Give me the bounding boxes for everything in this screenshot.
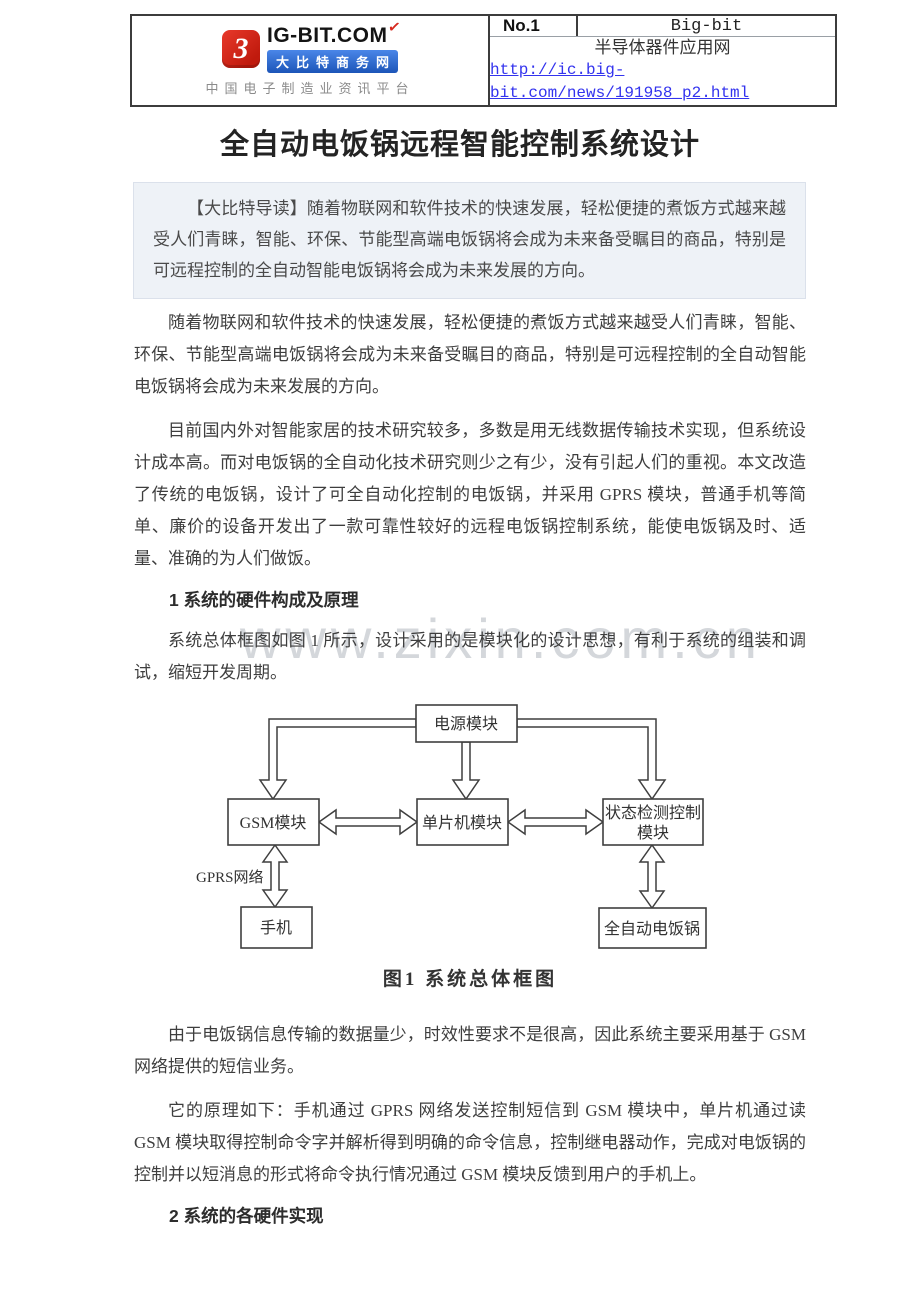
logo-cell: 3 IG-BIT.COM ✓ 大比特商务网 中国电子制造业资讯平台 bbox=[132, 16, 490, 105]
gsm-module-label: GSM模块 bbox=[240, 814, 307, 832]
logo-banner: 大比特商务网 bbox=[266, 50, 398, 73]
rank-label: No.1 bbox=[490, 16, 578, 36]
brand-name: IG-BIT.COM bbox=[266, 24, 388, 47]
status-module-label-line1: 状态检测控制 bbox=[605, 804, 701, 822]
arrow-power-to-gsm bbox=[258, 718, 417, 801]
system-block-diagram: 电源模块 GSM模块 单片机模块 状态检测控制 模块 手机 全自动电饭锅 GPR… bbox=[196, 704, 707, 949]
network-name: 半导体器件应用网 bbox=[594, 38, 731, 57]
arrow-power-to-mcu bbox=[451, 741, 481, 801]
phone-box bbox=[240, 906, 313, 949]
status-module-box bbox=[602, 798, 704, 846]
arrow-mcu-status bbox=[506, 808, 605, 836]
arrow-gsm-mcu bbox=[317, 808, 419, 836]
watermark: www.zixin.com.cn bbox=[240, 607, 762, 670]
paragraph-2: 目前国内外对智能家居的技术研究较多，多数是用无线数据传输技术实现，但系统设计成本… bbox=[134, 421, 806, 568]
cooker-box bbox=[598, 907, 707, 949]
arrow-power-to-status bbox=[516, 718, 667, 801]
site-name: Big-bit bbox=[670, 16, 743, 36]
logo-text: IG-BIT.COM ✓ 大比特商务网 bbox=[266, 18, 402, 73]
page-title: 全自动电饭锅远程智能控制系统设计 bbox=[219, 129, 700, 161]
header-right-cells: No.1 Big-bit 半导体器件应用网 http://ic.big-bit.… bbox=[490, 16, 835, 105]
gsm-module-box bbox=[227, 798, 320, 846]
section-heading-2: 2 系统的各硬件实现 bbox=[169, 1206, 324, 1226]
brand-check-icon: ✓ bbox=[387, 18, 403, 37]
figure-1: 电源模块 GSM模块 单片机模块 状态检测控制 模块 手机 全自动电饭锅 GPR… bbox=[134, 701, 806, 991]
paragraph-1: 随着物联网和软件技术的快速发展，轻松便捷的煮饭方式越来越受人们青睐，智能、环保、… bbox=[134, 313, 806, 396]
intro-callout: 【大比特导读】随着物联网和软件技术的快速发展，轻松便捷的煮饭方式越来越受人们青睐… bbox=[133, 182, 806, 299]
header-table: 3 IG-BIT.COM ✓ 大比特商务网 中国电子制造业资讯平台 No.1 B… bbox=[130, 14, 837, 107]
article-url-link[interactable]: http://ic.big-bit.com/news/191958_p2.htm… bbox=[490, 61, 750, 102]
paragraph-3: 系统总体框图如图 1 所示，设计采用的是模块化的设计思想，有利于系统的组装和调试… bbox=[134, 631, 806, 682]
mcu-module-label: 单片机模块 bbox=[422, 814, 502, 832]
paragraph-4: 由于电饭锅信息传输的数据量少，时效性要求不是很高，因此系统主要采用基于 GSM … bbox=[134, 1025, 806, 1076]
brand-line: IG-BIT.COM ✓ bbox=[266, 18, 402, 48]
power-module-label: 电源模块 bbox=[434, 715, 498, 733]
mcu-module-box bbox=[416, 798, 509, 846]
paragraph-5: 它的原理如下：手机通过 GPRS 网络发送控制短信到 GSM 模块中，单片机通过… bbox=[134, 1101, 806, 1184]
logo-tagline: 中国电子制造业资讯平台 bbox=[205, 81, 415, 96]
arrow-gsm-phone bbox=[261, 843, 289, 909]
gprs-network-label: GPRS网络 bbox=[196, 869, 264, 886]
header-row-1: No.1 Big-bit bbox=[490, 16, 835, 37]
figure-1-caption: 图1 系统总体框图 bbox=[382, 969, 558, 990]
phone-label: 手机 bbox=[260, 919, 292, 937]
section-heading-1: 1 系统的硬件构成及原理 bbox=[169, 590, 359, 610]
cooker-label: 全自动电饭锅 bbox=[604, 920, 700, 938]
header-row-2: 半导体器件应用网 http://ic.big-bit.com/news/1919… bbox=[490, 37, 835, 105]
logo: 3 IG-BIT.COM ✓ 大比特商务网 bbox=[221, 18, 402, 73]
article-body: 随着物联网和软件技术的快速发展，轻松便捷的煮饭方式越来越受人们青睐，智能、环保、… bbox=[134, 307, 806, 1229]
power-module-box bbox=[415, 704, 518, 743]
bigbit-logo-icon: 3 bbox=[221, 29, 260, 68]
arrow-status-cooker bbox=[638, 843, 666, 910]
status-module-label-line2: 模块 bbox=[637, 824, 669, 842]
